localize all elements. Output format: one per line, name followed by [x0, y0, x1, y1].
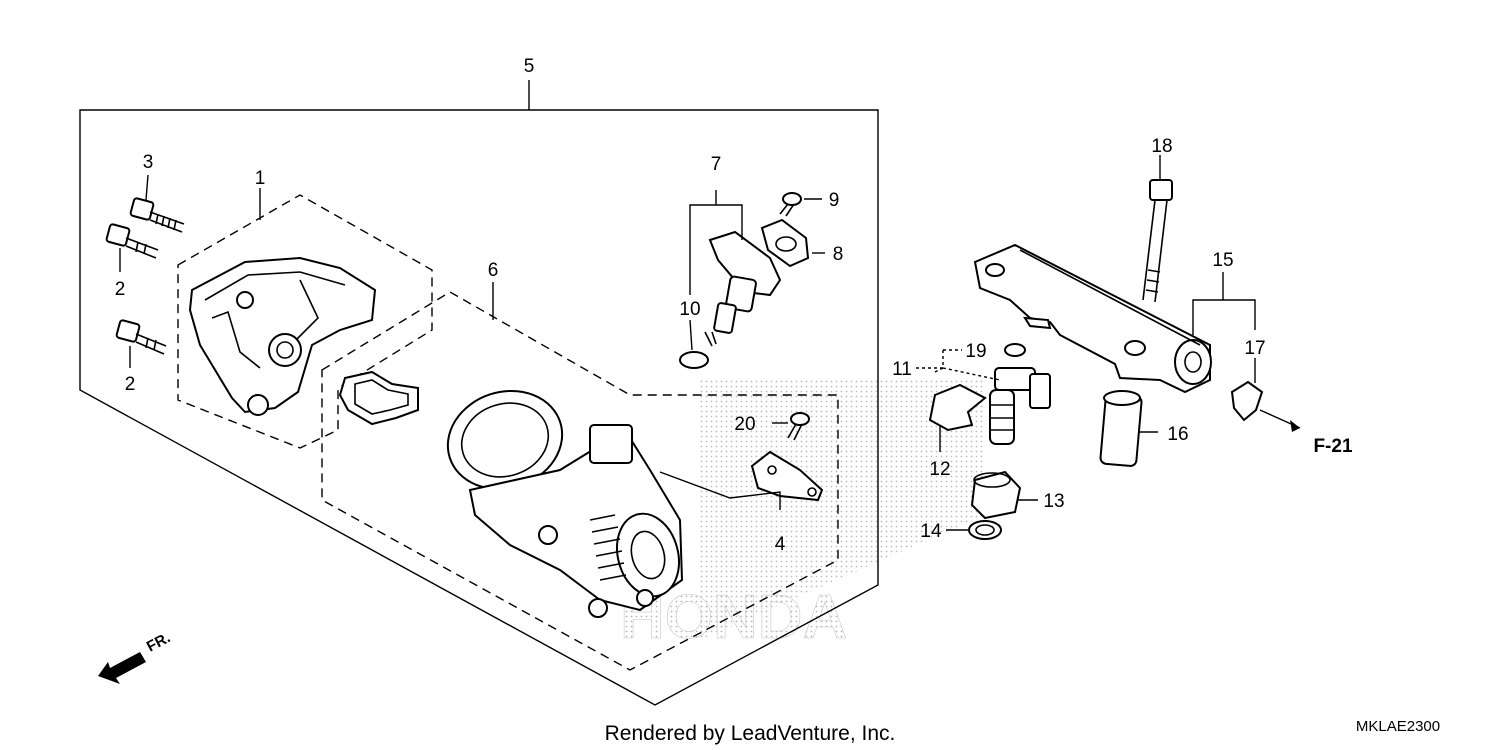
part-9-screw: [779, 192, 802, 217]
callout-7: 7: [711, 154, 722, 175]
part-10-o-ring: [679, 351, 709, 369]
callout-14: 14: [920, 521, 942, 542]
part-16-collar: [1099, 390, 1143, 467]
front-direction-label: FR.: [144, 629, 173, 655]
part-15-fuel-rail: [973, 243, 1212, 394]
reference-label: F-21: [1313, 436, 1353, 457]
callout-15: 15: [1212, 250, 1233, 271]
injector: [989, 367, 1051, 445]
credit-text: Rendered by LeadVenture, Inc.: [605, 722, 896, 745]
part-8-gasket: [760, 218, 810, 268]
callout-11: 11: [892, 359, 912, 380]
reference-arrowhead: [1290, 420, 1300, 432]
callout-5: 5: [524, 56, 535, 77]
callout-1: 1: [255, 168, 266, 189]
part-19-o-ring: [1004, 343, 1026, 357]
callout-20: 20: [734, 414, 755, 435]
gasket: [338, 370, 419, 426]
bolt-2-upper: [105, 223, 159, 259]
part-4-bracket: [750, 450, 824, 502]
callout-16: 16: [1167, 424, 1188, 445]
drawing-code: MKLAE2300: [1356, 718, 1440, 735]
callout-9: 9: [829, 190, 840, 211]
bolt-2-lower: [115, 319, 167, 355]
assembly-outline: [79, 109, 879, 706]
callout-12: 12: [929, 459, 950, 480]
part-14-seal: [968, 520, 1002, 540]
part-18-bolt: [1142, 179, 1173, 303]
callout-8: 8: [833, 244, 844, 265]
callout-18: 18: [1151, 136, 1172, 157]
part-12-clip: [928, 383, 987, 432]
part-6-throttle-body: [446, 389, 684, 618]
callout-10: 10: [679, 299, 700, 320]
part-1-housing: [188, 256, 377, 416]
callout-13: 13: [1043, 491, 1064, 512]
callout-2-lower: 2: [125, 374, 136, 395]
callout-19: 19: [965, 341, 986, 362]
callout-17: 17: [1244, 338, 1265, 359]
part-7-sensor: [704, 230, 782, 347]
callout-2-upper: 2: [115, 279, 126, 300]
bolt-3: [129, 197, 185, 233]
part-20-screw: [787, 412, 810, 441]
front-direction-mark: FR.: [98, 629, 173, 684]
callout-6: 6: [488, 260, 499, 281]
part-1-group-box: [177, 194, 433, 449]
part-17-clip: [1230, 380, 1264, 422]
callout-3: 3: [143, 152, 154, 173]
part-6-group-box: [321, 291, 839, 671]
callout-4: 4: [775, 534, 786, 555]
front-arrow-icon: [98, 652, 146, 684]
part-13-cushion: [970, 470, 1022, 520]
